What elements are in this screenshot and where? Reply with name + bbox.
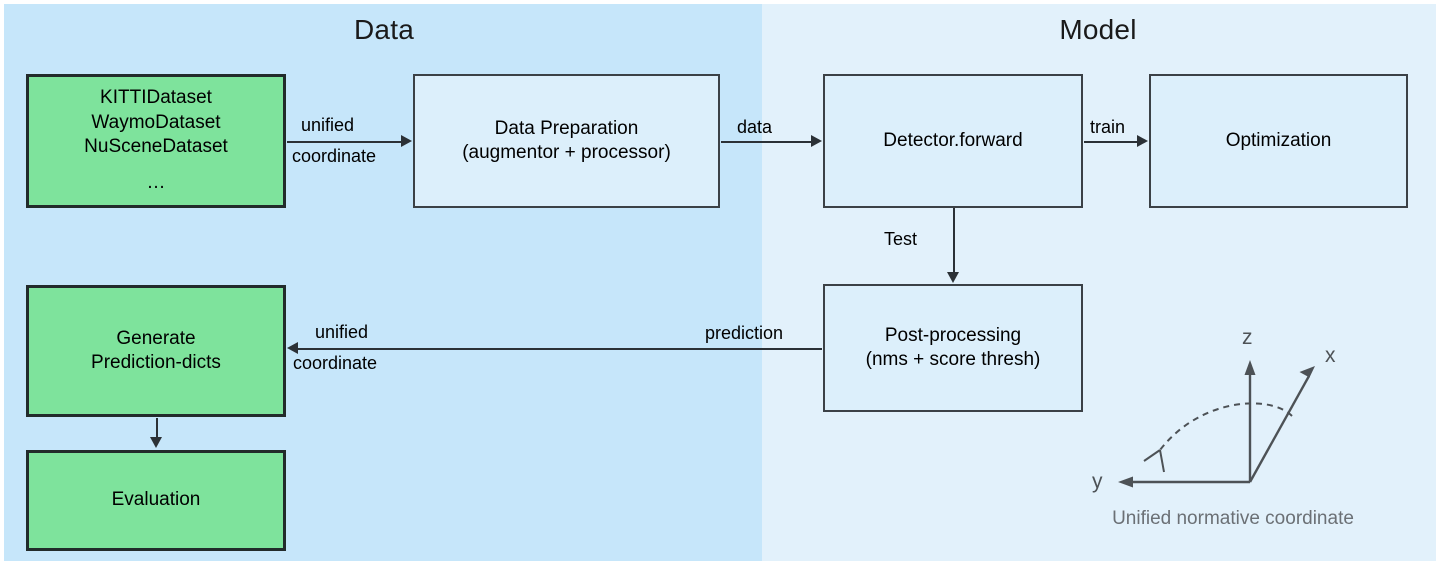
node-datasets-line4: …: [146, 172, 166, 194]
edge-postproc-to-generate-line: [298, 348, 822, 350]
node-generate-prediction-dicts-line1: Generate: [116, 327, 196, 349]
y-axis-label: y: [1092, 470, 1103, 493]
edge-generate-to-evaluation-line: [156, 418, 158, 439]
edge-datasets-to-prep-label-1: unified: [301, 115, 355, 135]
node-data-preparation[interactable]: Data Preparation (augmentor + processor): [413, 74, 720, 208]
node-post-processing[interactable]: Post-processing (nms + score thresh): [823, 284, 1083, 412]
edge-prep-to-detector-arrowhead: [811, 135, 822, 147]
node-detector-forward-label: Detector.forward: [883, 129, 1023, 151]
edge-datasets-to-prep-label-2: coordinate: [292, 146, 377, 166]
node-optimization-label: Optimization: [1225, 129, 1332, 151]
x-axis-line: [1248, 375, 1311, 483]
node-post-processing-line1: Post-processing: [884, 324, 1022, 346]
y-axis-arrowhead: [1118, 476, 1133, 488]
edge-prep-to-detector-label: data: [737, 117, 773, 137]
edge-generate-to-evaluation-arrowhead: [150, 437, 162, 448]
panel-data-title: Data: [354, 14, 414, 45]
edge-postproc-to-generate-label: prediction: [705, 323, 784, 343]
node-data-preparation-line1: Data Preparation: [494, 117, 639, 139]
node-post-processing-line2: (nms + score thresh): [865, 349, 1041, 370]
node-data-preparation-line2: (augmentor + processor): [462, 142, 671, 163]
node-generate-prediction-dicts[interactable]: Generate Prediction-dicts: [26, 285, 286, 417]
panel-model-title: Model: [1059, 14, 1137, 45]
coordinate-frame: z x y: [1060, 320, 1400, 545]
rotation-arc: [1159, 402, 1293, 451]
edge-detector-to-optimization-line: [1084, 141, 1140, 143]
edge-detector-to-postproc-arrowhead: [947, 272, 959, 283]
node-datasets-line2: WaymoDataset: [91, 111, 221, 133]
node-datasets[interactable]: KITTIDataset WaymoDataset NuSceneDataset…: [26, 74, 286, 208]
node-generate-prediction-dicts-line2: Prediction-dicts: [91, 352, 221, 373]
edge-detector-to-optimization-label: train: [1090, 117, 1126, 137]
edge-detector-to-postproc-label: Test: [884, 229, 918, 249]
node-detector-forward[interactable]: Detector.forward: [823, 74, 1083, 208]
coordinate-axes-svg: [1118, 360, 1315, 488]
rotation-arc-arrowhead: [1143, 449, 1165, 473]
edge-prep-to-detector-line: [721, 141, 813, 143]
edge-datasets-to-prep-arrowhead: [401, 135, 412, 147]
z-axis-label: z: [1242, 326, 1253, 349]
edge-detector-to-postproc-line: [953, 208, 955, 274]
node-evaluation[interactable]: Evaluation: [26, 450, 286, 551]
x-axis-arrowhead: [1299, 366, 1315, 378]
z-axis-arrowhead: [1244, 360, 1256, 375]
node-datasets-line1: KITTIDataset: [100, 87, 212, 109]
edge-generate-unified-label-2: coordinate: [293, 353, 378, 373]
edge-postproc-to-generate-arrowhead: [287, 342, 298, 354]
node-optimization[interactable]: Optimization: [1149, 74, 1408, 208]
edge-datasets-to-prep-line: [287, 141, 402, 143]
edge-detector-to-optimization-arrowhead: [1137, 135, 1148, 147]
node-datasets-line3: NuSceneDataset: [84, 136, 228, 157]
x-axis-label: x: [1325, 344, 1336, 367]
node-evaluation-label: Evaluation: [111, 489, 201, 511]
edge-generate-unified-label-1: unified: [315, 322, 369, 342]
coordinate-frame-caption: Unified normative coordinate: [1112, 508, 1354, 529]
